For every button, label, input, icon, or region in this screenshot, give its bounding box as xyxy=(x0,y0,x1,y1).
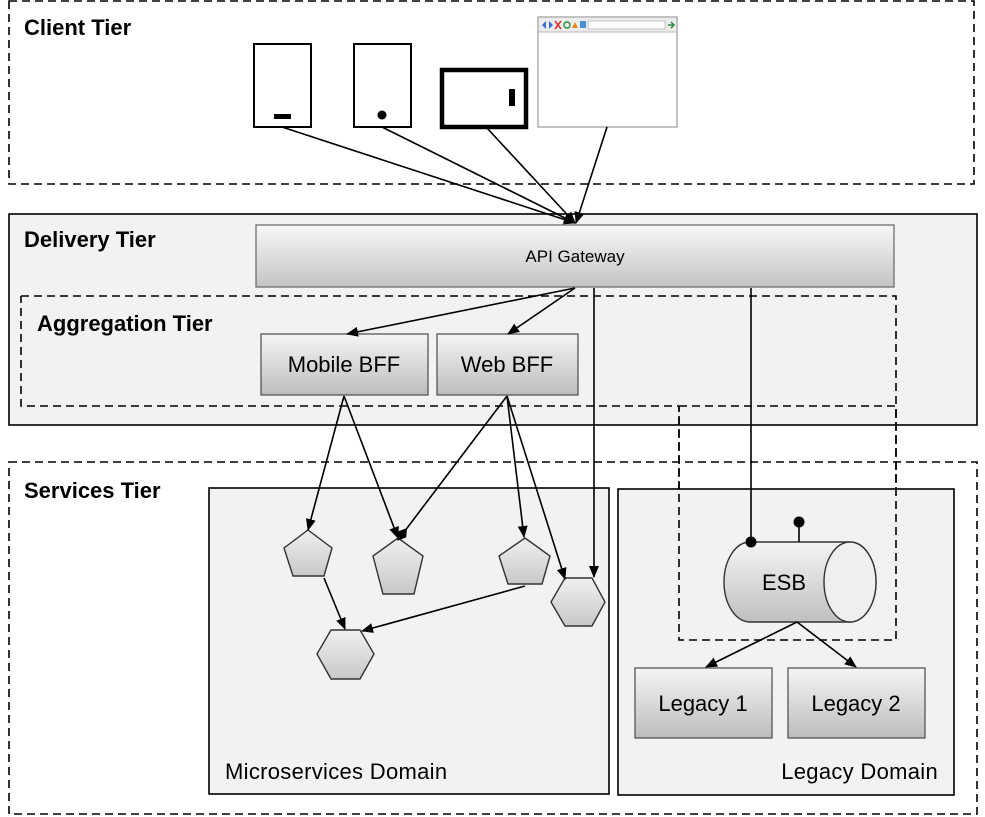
edge-phone-to-gateway xyxy=(281,126,576,225)
legacy-1-box xyxy=(634,667,773,739)
mobile-bff-box xyxy=(260,333,429,396)
microservice-pentagon-1 xyxy=(283,529,333,577)
edge-smartphone-to-gateway xyxy=(381,126,576,224)
edge-tablet-to-gateway xyxy=(485,126,576,224)
services-tier-title: Services Tier xyxy=(24,478,161,503)
edge-browser-to-gateway xyxy=(574,126,608,224)
microservice-hexagon-1 xyxy=(550,577,606,627)
api-gateway-box xyxy=(255,224,895,288)
edge-esb-to-legacy-1 xyxy=(705,621,798,668)
microservices-domain-region xyxy=(208,487,610,795)
edge-web-bff-to-pentagon-3 xyxy=(506,395,528,538)
delivery-tier-title: Delivery Tier xyxy=(24,227,156,252)
edge-web-bff-to-hexagon-1 xyxy=(506,395,567,580)
api-gateway-label: API Gateway xyxy=(525,247,625,266)
services-tier-region xyxy=(8,461,978,815)
microservices-domain-title: Microservices Domain xyxy=(225,759,447,784)
esb-cylinder xyxy=(723,541,877,623)
microservice-hexagon-2 xyxy=(316,629,375,680)
edge-web-bff-to-pentagon-2 xyxy=(397,395,508,541)
esb-label: ESB xyxy=(762,570,806,595)
edge-mobile-bff-to-pentagon-1 xyxy=(306,395,345,531)
legacy-1-label: Legacy 1 xyxy=(658,691,747,716)
legacy-2-box xyxy=(787,667,926,739)
web-bff-box xyxy=(436,333,579,396)
edge-pentagon-1-to-hexagon-2 xyxy=(323,577,346,630)
smartphone-device-icon xyxy=(353,43,412,128)
phone-device-icon xyxy=(253,43,312,128)
edge-gateway-to-mobile-bff xyxy=(346,287,576,337)
legacy-domain-title: Legacy Domain xyxy=(781,759,938,784)
edge-pentagon-3-to-hexagon-2 xyxy=(361,585,526,633)
edge-esb-to-legacy-2 xyxy=(796,621,857,668)
browser-window-icon xyxy=(537,16,678,128)
edge-mobile-bff-to-pentagon-2 xyxy=(343,395,399,539)
aggregation-tier-boundary-overlay xyxy=(678,405,897,641)
microservice-pentagon-3 xyxy=(498,537,551,585)
edge-gateway-to-web-bff xyxy=(507,287,576,335)
aggregation-tier-title: Aggregation Tier xyxy=(37,311,213,336)
legacy-domain-region xyxy=(617,488,955,796)
legacy-2-label: Legacy 2 xyxy=(811,691,900,716)
client-tier-title: Client Tier xyxy=(24,15,132,40)
mobile-bff-label: Mobile BFF xyxy=(288,352,400,377)
microservice-pentagon-2 xyxy=(372,537,424,595)
tablet-device-icon xyxy=(439,67,529,130)
web-bff-label: Web BFF xyxy=(461,352,554,377)
